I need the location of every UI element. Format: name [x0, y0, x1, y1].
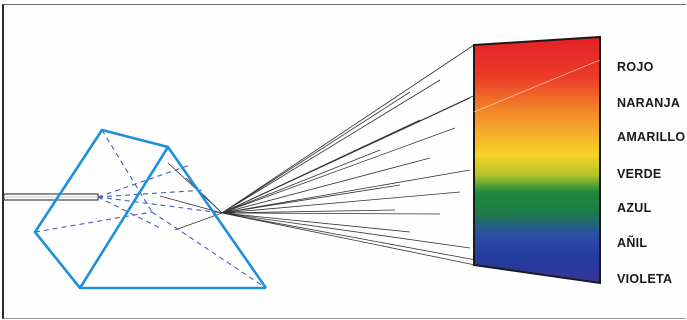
prism — [33, 128, 268, 290]
label-red: ROJO — [617, 60, 654, 74]
label-green: VERDE — [617, 167, 662, 181]
figure-frame — [2, 4, 686, 319]
label-violet: VIOLETA — [617, 272, 673, 286]
label-blue: AZUL — [617, 201, 652, 215]
label-orange: NARANJA — [617, 96, 681, 110]
light-beam — [3, 193, 99, 201]
prism-hidden-edges — [34, 129, 267, 289]
label-indigo: AÑIL — [617, 236, 648, 250]
spectrum-screen — [473, 35, 601, 285]
label-yellow: AMARILLO — [617, 130, 686, 144]
